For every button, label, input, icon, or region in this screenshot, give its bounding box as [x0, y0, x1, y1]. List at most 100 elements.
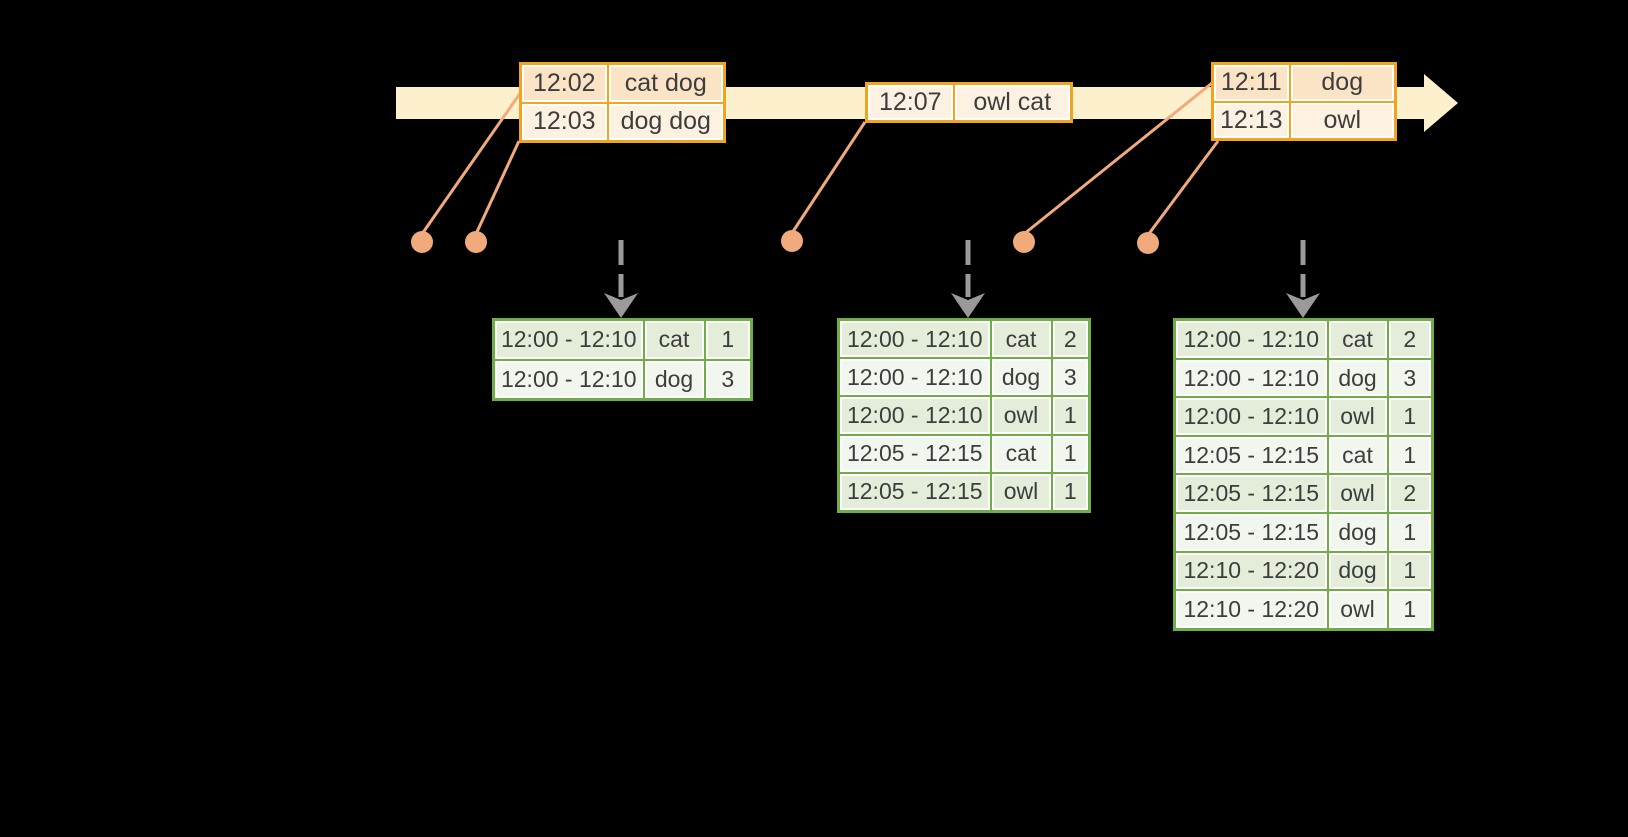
- result-table-2-cell: 1: [1050, 471, 1091, 513]
- result-table-2-cell: 2: [1050, 318, 1091, 360]
- result-table-3-cell: 12:00 - 12:10: [1173, 318, 1329, 360]
- result-table-3-cell: cat: [1326, 434, 1389, 476]
- result-table-2-cell: 12:00 - 12:10: [837, 357, 992, 398]
- timeline-arrowhead-icon: [1424, 74, 1458, 132]
- result-table-1-cell: 1: [703, 318, 753, 361]
- result-table-2-cell: owl: [989, 395, 1053, 436]
- event-dots: [411, 230, 1159, 254]
- result-table-1-cell: 12:00 - 12:10: [492, 318, 645, 361]
- result-table-3-cell: dog: [1326, 357, 1389, 399]
- result-table-3-cell: 12:10 - 12:20: [1173, 550, 1329, 592]
- event-table-1202-1203-cell: cat dog: [606, 62, 726, 104]
- result-table-2-cell: 12:05 - 12:15: [837, 433, 992, 474]
- result-table-3-cell: 3: [1386, 357, 1434, 399]
- event-table-1211-1213-cell: 12:13: [1211, 100, 1291, 141]
- result-table-3-cell: 12:10 - 12:20: [1173, 589, 1329, 631]
- connector-line-1207: [790, 121, 867, 234]
- result-table-3-cell: 1: [1386, 512, 1434, 553]
- trigger-arrowhead-icon-3: [1286, 293, 1320, 318]
- result-table-3-cell: 1: [1386, 550, 1434, 592]
- result-table-2-cell: cat: [989, 318, 1053, 360]
- connector-line-1202: [420, 91, 523, 235]
- event-dot-1: [411, 231, 433, 253]
- result-table-3-cell: 1: [1386, 434, 1434, 476]
- result-table-3-cell: 1: [1386, 589, 1434, 631]
- result-table-1-cell: 12:00 - 12:10: [492, 358, 645, 401]
- result-table-3-cell: 12:05 - 12:15: [1173, 473, 1329, 515]
- result-table-3-cell: 12:05 - 12:15: [1173, 512, 1329, 553]
- event-dot-4: [1013, 231, 1035, 253]
- result-table-2-cell: 12:05 - 12:15: [837, 471, 992, 513]
- result-table-2-cell: dog: [989, 357, 1053, 398]
- event-table-1211-1213-cell: owl: [1288, 100, 1397, 141]
- result-table-3-cell: cat: [1326, 318, 1389, 360]
- connector-line-1211: [1023, 81, 1213, 236]
- event-table-1211-1213-cell: dog: [1288, 62, 1397, 103]
- result-table-1-cell: 3: [703, 358, 753, 401]
- trigger-arrows: [604, 240, 1320, 318]
- result-table-3-cell: 2: [1386, 473, 1434, 515]
- trigger-arrowhead-icon-2: [951, 293, 985, 318]
- event-table-1207-cell: 12:07: [865, 82, 955, 123]
- event-table-1202-1203-cell: dog dog: [606, 101, 726, 143]
- result-table-3-cell: 12:00 - 12:10: [1173, 396, 1329, 437]
- result-table-3-cell: owl: [1326, 396, 1389, 437]
- result-table-3-cell: owl: [1326, 589, 1389, 631]
- event-table-1202-1203-cell: 12:02: [519, 62, 609, 104]
- event-dot-2: [465, 231, 487, 253]
- result-table-3-cell: 1: [1386, 396, 1434, 437]
- result-table-2-cell: 1: [1050, 395, 1091, 436]
- result-table-2-cell: 1: [1050, 433, 1091, 474]
- trigger-arrowhead-icon-1: [604, 293, 638, 318]
- connector-line-1213: [1146, 140, 1220, 236]
- event-table-1207-cell: owl cat: [952, 82, 1073, 123]
- event-table-1211-1213-cell: 12:11: [1211, 62, 1291, 103]
- result-table-2-cell: owl: [989, 471, 1053, 513]
- connector-line-1203: [474, 140, 521, 235]
- result-table-3-cell: owl: [1326, 473, 1389, 515]
- event-dot-5: [1137, 232, 1159, 254]
- result-table-1-cell: cat: [642, 318, 706, 361]
- result-table-3-cell: dog: [1326, 550, 1389, 592]
- result-table-2-cell: 3: [1050, 357, 1091, 398]
- event-connector-lines: [420, 81, 1220, 236]
- event-table-1202-1203-cell: 12:03: [519, 101, 609, 143]
- result-table-2-cell: cat: [989, 433, 1053, 474]
- result-table-3-cell: 12:05 - 12:15: [1173, 434, 1329, 476]
- result-table-1-cell: dog: [642, 358, 706, 401]
- result-table-3-cell: 12:00 - 12:10: [1173, 357, 1329, 399]
